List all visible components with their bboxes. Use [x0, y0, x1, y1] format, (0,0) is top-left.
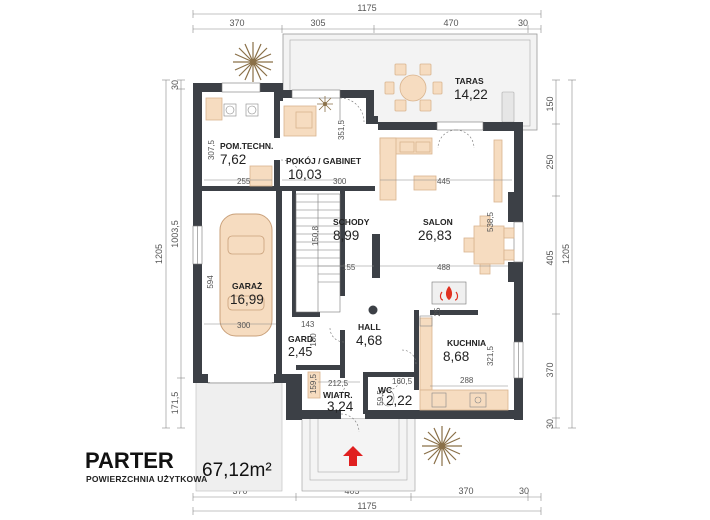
dim-left-1: 30	[170, 80, 180, 90]
coffee-table	[413, 175, 437, 191]
dim-160-5: 160,5	[392, 377, 413, 386]
furniture	[205, 97, 515, 411]
dim-321-5: 321,5	[486, 345, 495, 366]
room-name-pokoj: POKÓJ / GABINET	[286, 155, 362, 166]
room-name-wiatr: WIATR.	[323, 390, 353, 400]
windows	[192, 82, 524, 379]
plan-title: PARTER	[85, 448, 174, 473]
dim-bottom-3: 370	[458, 486, 473, 496]
dim-594: 594	[206, 275, 215, 289]
room-area-pokoj: 10,03	[288, 167, 322, 182]
dim-288: 288	[460, 376, 474, 385]
top-dimensions: 1175 370 305 470 30	[192, 3, 542, 33]
left-dimensions: 1205 30 1003,5 171,5	[154, 79, 185, 429]
dim-right-5: 30	[545, 419, 555, 429]
dim-180: 180	[309, 333, 318, 347]
right-dimensions: 150 250 405 370 30 1205	[545, 79, 576, 429]
dim-300b: 300	[237, 321, 251, 330]
room-area-wc: 2,22	[386, 393, 412, 408]
dim-488: 488	[437, 263, 451, 272]
room-area-pom-tech: 7,62	[220, 152, 246, 167]
dim-155: 155	[342, 263, 356, 272]
door-swings	[280, 97, 475, 433]
dim-left-2: 1003,5	[170, 220, 180, 248]
dim-25: 25	[433, 307, 442, 316]
driveway	[195, 380, 283, 492]
dim-59-5: 59,5	[376, 390, 385, 406]
dim-bottom-4: 30	[519, 486, 529, 496]
room-area-wiatr: 3,24	[327, 399, 354, 414]
dim-left-total: 1205	[154, 244, 164, 264]
room-name-garaz: GARAŻ	[232, 281, 262, 291]
staircase	[295, 193, 341, 313]
terrace-dining-set	[384, 63, 443, 112]
plant-icon	[422, 426, 462, 466]
room-area-gard: 2,45	[288, 345, 312, 359]
plant-icon	[233, 42, 273, 82]
dim-351-5: 351,5	[337, 119, 346, 140]
dim-538-5: 538,5	[486, 211, 495, 232]
dim-255: 255	[237, 177, 251, 186]
room-area-schody: 8,99	[333, 228, 359, 243]
tv-cabinet	[493, 139, 503, 203]
dim-bottom-total: 1175	[357, 501, 376, 511]
dim-right-total: 1205	[561, 244, 571, 264]
room-name-wc: WC	[378, 385, 392, 395]
dim-left-3: 171,5	[170, 392, 180, 415]
dim-right-4: 370	[545, 362, 555, 377]
plant-icon	[317, 96, 333, 112]
dim-right-3: 405	[545, 250, 555, 265]
dim-top-1: 370	[229, 18, 244, 28]
room-labels: TARAS 14,22 POM.TECHN. 7,62 POKÓJ / GABI…	[220, 76, 488, 414]
room-area-salon: 26,83	[418, 228, 452, 243]
room-area-hall: 4,68	[356, 333, 382, 348]
dim-top-3: 470	[443, 18, 458, 28]
room-name-taras: TARAS	[455, 76, 484, 86]
room-name-gard: GARD.	[288, 334, 315, 344]
dim-top-2: 305	[310, 18, 325, 28]
dim-300a: 300	[333, 177, 347, 186]
dim-top-4: 30	[518, 18, 528, 28]
dim-212-5: 212,5	[328, 379, 349, 388]
dim-150-8: 150,8	[311, 225, 320, 246]
dim-159-5: 159,5	[309, 373, 318, 394]
room-name-kuchnia: KUCHNIA	[447, 338, 486, 348]
plan-subtitle: POWIERZCHNIA UŻYTKOWA	[86, 474, 208, 484]
dim-top-total: 1175	[357, 3, 376, 13]
room-area-taras: 14,22	[454, 87, 488, 102]
dim-307-5: 307,5	[207, 139, 216, 160]
room-area-garaz: 16,99	[230, 292, 264, 307]
column	[368, 305, 378, 315]
total-area: 67,12m²	[202, 460, 272, 481]
dining-set	[463, 215, 515, 275]
entrance-arrow-icon	[343, 446, 363, 466]
dim-143: 143	[301, 320, 315, 329]
interior-dimensions: 307,5 255 351,5 300 445 538,5 150,8 155 …	[204, 119, 512, 406]
sofa	[379, 137, 433, 201]
room-name-salon: SALON	[423, 217, 453, 227]
kitchen-counter-left	[419, 317, 433, 391]
dim-right-2: 250	[545, 154, 555, 169]
dim-445: 445	[437, 177, 451, 186]
room-name-hall: HALL	[358, 322, 381, 332]
toilet-icon	[381, 389, 395, 407]
room-area-kuchnia: 8,68	[443, 349, 469, 364]
room-name-pom-tech: POM.TECHN.	[220, 141, 273, 151]
car-icon	[219, 213, 273, 337]
room-name-schody: SCHODY	[333, 217, 370, 227]
dim-right-1: 150	[545, 96, 555, 111]
fireplace-icon	[431, 281, 467, 305]
